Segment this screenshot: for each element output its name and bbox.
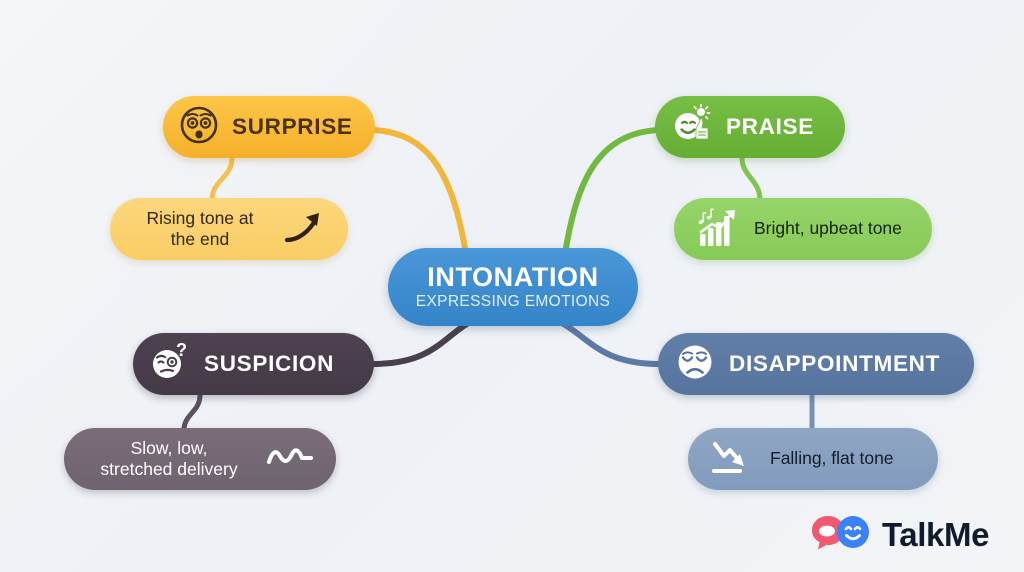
leaf-label-suspicion: Slow, low, stretched delivery [100, 437, 238, 479]
connector-praise-to-leaf [739, 155, 763, 203]
rising-arrow-icon [282, 207, 326, 252]
skeptical-face-question-icon: ? [149, 340, 191, 388]
connector-disappointment-to-central [557, 319, 663, 367]
talkme-bubble-icon [810, 512, 872, 557]
connector-surprise-to-central [369, 127, 468, 251]
wavy-line-icon [266, 442, 314, 477]
leaf-node-disappointment[interactable]: Falling, flat tone [688, 428, 938, 490]
talkme-logo[interactable]: TalkMe [810, 512, 989, 557]
leaf-node-suspicion[interactable]: Slow, low, stretched delivery [64, 428, 336, 490]
shocked-face-icon [179, 105, 219, 150]
branch-node-disappointment[interactable]: DISAPPOINTMENT [658, 333, 974, 395]
central-node[interactable]: INTONATION EXPRESSING EMOTIONS [388, 248, 638, 326]
leaf-label-praise: Bright, upbeat tone [754, 218, 902, 239]
smiley-thumbs-up-icon [671, 103, 713, 151]
connector-suspicion-to-central [369, 319, 473, 367]
connector-suspicion-to-leaf [181, 392, 203, 433]
music-growth-chart-icon [696, 206, 740, 253]
central-title: INTONATION [427, 262, 599, 293]
branch-node-suspicion[interactable]: ? SUSPICION [133, 333, 374, 395]
leaf-label-surprise: Rising tone at the end [146, 207, 254, 249]
sad-face-icon [674, 341, 716, 388]
leaf-node-surprise[interactable]: Rising tone at the end [110, 198, 348, 260]
svg-text:?: ? [176, 341, 187, 360]
leaf-node-praise[interactable]: Bright, upbeat tone [674, 198, 932, 260]
central-subtitle: EXPRESSING EMOTIONS [415, 292, 611, 310]
connector-surprise-to-leaf [209, 155, 235, 203]
branch-label-disappointment: DISAPPOINTMENT [729, 351, 941, 376]
branch-label-suspicion: SUSPICION [204, 351, 335, 376]
connector-praise-to-central [563, 127, 663, 251]
branch-node-praise[interactable]: PRAISE [655, 96, 845, 158]
branch-node-surprise[interactable]: SURPRISE [163, 96, 375, 158]
branch-label-praise: PRAISE [726, 114, 814, 139]
talkme-logo-text: TalkMe [882, 515, 990, 553]
falling-arrow-icon [710, 437, 756, 482]
leaf-label-disappointment: Falling, flat tone [770, 448, 894, 469]
branch-label-surprise: SURPRISE [232, 114, 353, 139]
